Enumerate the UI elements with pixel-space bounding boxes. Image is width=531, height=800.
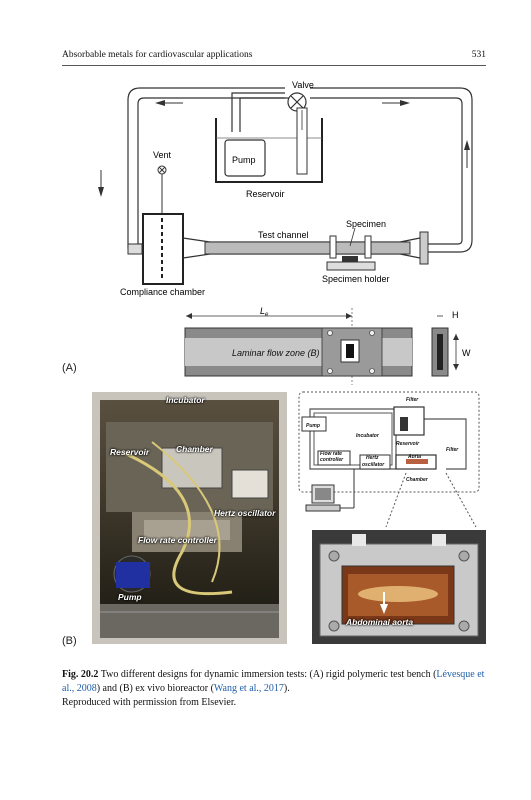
compliance-chamber — [127, 213, 184, 285]
schematic-label-chamber: Chamber — [406, 477, 429, 483]
reservoir-box — [215, 107, 323, 183]
caption-permission: Reproduced with permission from Elsevier… — [62, 697, 237, 708]
reservoir-label: Reservoir — [246, 189, 285, 199]
incubator-photo — [92, 392, 287, 644]
panel-a-label: (A) — [62, 362, 77, 374]
aorta-chamber-photo — [312, 530, 486, 644]
w-label: W — [462, 348, 471, 358]
specimen-holder-label: Specimen holder — [322, 274, 390, 284]
compliance-chamber-label: Compliance chamber — [120, 287, 205, 297]
caption-text-3: ). — [283, 683, 290, 694]
schematic-label-filter-right: Filter — [446, 447, 459, 453]
caption-fig-label: Fig. 20.2 — [62, 669, 99, 680]
test-channel-label: Test channel — [258, 230, 309, 240]
page-number: 531 — [471, 50, 486, 60]
schematic-label-flow-rate-1: Flow rate — [320, 451, 342, 457]
le-label: Le — [260, 306, 269, 318]
laminar-flow-zone-detail — [184, 308, 459, 385]
specimen-label: Specimen — [346, 219, 386, 229]
photo-label-flow-rate-controller: Flow rate controller — [138, 535, 217, 545]
h-label: H — [452, 310, 459, 320]
schematic-label-aorta: Aorta — [407, 454, 421, 460]
figure-caption: Fig. 20.2 Two different designs for dyna… — [62, 668, 488, 710]
pump-label: Pump — [232, 155, 256, 165]
running-header: Absorbable metals for cardiovascular app… — [62, 50, 486, 64]
schematic-label-incubator: Incubator — [356, 433, 380, 439]
valve-icon — [287, 92, 307, 112]
bioreactor-schematic: Filter Filter Pump Incubator Reservoir F… — [298, 391, 480, 528]
schematic-label-filter-top: Filter — [406, 397, 419, 403]
running-title: Absorbable metals for cardiovascular app… — [62, 50, 253, 60]
schematic-label-flow-rate-2: controller — [320, 457, 344, 463]
schematic-label-hertz-2: oscillator — [362, 462, 385, 468]
photo-label-chamber: Chamber — [176, 444, 213, 454]
schematic-label-reservoir: Reservoir — [396, 441, 420, 447]
photo-label-abdominal-aorta: Abdominal aorta — [346, 617, 414, 627]
photo-label-pump: Pump — [118, 592, 142, 602]
vent-label: Vent — [153, 150, 172, 160]
header-rule — [62, 65, 486, 66]
vent-icon — [157, 165, 167, 214]
valve-label: Valve — [292, 80, 314, 90]
caption-citation-2[interactable]: Wang et al., 2017 — [213, 683, 284, 694]
laminar-flow-zone-label: Laminar flow zone (B) — [232, 348, 320, 358]
schematic-label-pump: Pump — [306, 423, 320, 429]
caption-text-1: Two different designs for dynamic immers… — [100, 669, 437, 680]
schematic-label-hertz-1: Hertz — [366, 455, 379, 461]
figure-a-schematic: Valve Pump Reservoir Vent Compliance cha… — [98, 80, 473, 385]
caption-text-2: ) and (B) ex vivo bioreactor ( — [96, 683, 214, 694]
photo-label-incubator: Incubator — [166, 395, 205, 405]
photo-label-hertz-oscillator: Hertz oscillator — [214, 508, 276, 518]
photo-label-reservoir: Reservoir — [110, 447, 150, 457]
flow-arrow-icon — [98, 100, 470, 197]
panel-b-label: (B) — [62, 635, 77, 647]
caption-citation-1[interactable]: Lévesque et al., 2008 — [62, 669, 485, 694]
test-channel — [182, 231, 429, 271]
